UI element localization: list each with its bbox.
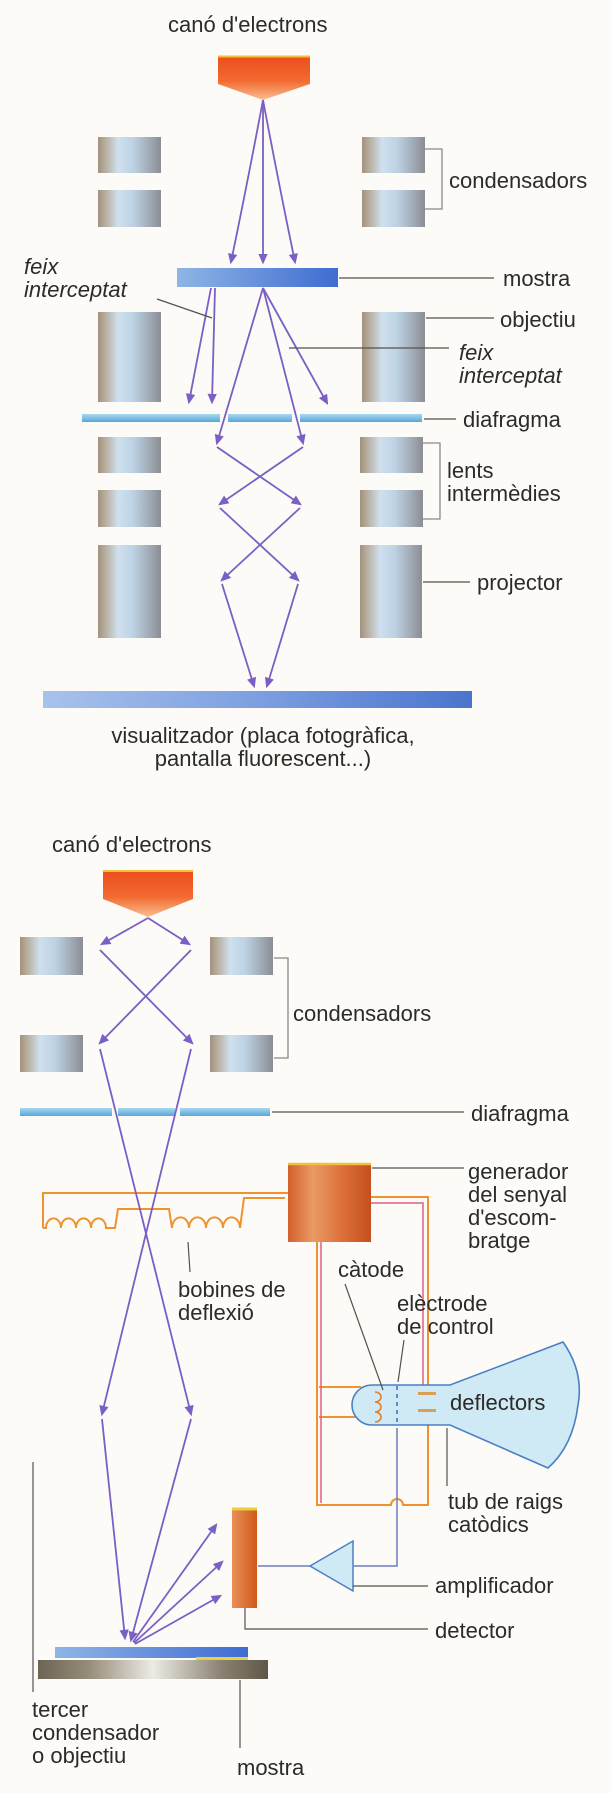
sem-label-tub: tub de raigs catòdics bbox=[448, 1489, 563, 1537]
tem-label-lines bbox=[156, 277, 494, 583]
intermediate-lenses bbox=[98, 437, 423, 527]
deflector-plates bbox=[418, 1392, 436, 1412]
tem-title: canó d'electrons bbox=[168, 12, 328, 37]
sem-label-condensadors: condensadors bbox=[293, 1001, 432, 1026]
specimen-stage bbox=[38, 1660, 268, 1679]
signal-wires-pink bbox=[320, 1202, 424, 1503]
viewing-screen-bar bbox=[43, 691, 472, 708]
condenser-lenses bbox=[98, 137, 425, 227]
tem-label-lents-intermedies: lents intermèdies bbox=[447, 458, 561, 506]
sem-title: canó d'electrons bbox=[52, 832, 212, 857]
tem-electron-beams bbox=[185, 99, 329, 689]
tem-label-objectiu: objectiu bbox=[500, 307, 576, 332]
sem-label-electrode: elèctrode de control bbox=[397, 1291, 494, 1339]
tem-label-condensadors: condensadors bbox=[449, 168, 588, 193]
condensadors-bracket-sem bbox=[274, 957, 289, 1059]
sem-label-amplificador: amplificador bbox=[435, 1573, 554, 1598]
signal-wire-blue bbox=[258, 1428, 398, 1567]
sem-label-catode: càtode bbox=[338, 1257, 405, 1282]
sem-label-diafragma: diafragma bbox=[471, 1101, 569, 1126]
tem-diagram bbox=[43, 55, 494, 708]
detector-bar bbox=[232, 1510, 257, 1608]
tem-label-feix-interceptat-left: feix interceptat bbox=[24, 254, 127, 302]
sem-label-mostra: mostra bbox=[237, 1755, 305, 1780]
specimen-bar bbox=[177, 268, 338, 287]
amplifier-triangle bbox=[308, 1539, 354, 1593]
sem-label-bobines: bobines de deflexió bbox=[178, 1277, 286, 1325]
tem-label-mostra: mostra bbox=[503, 266, 571, 291]
specimen-bar-sem bbox=[55, 1647, 248, 1658]
objective-lenses bbox=[98, 312, 425, 402]
deflection-coil-circuit bbox=[42, 1192, 429, 1506]
electron-gun bbox=[218, 57, 310, 100]
tem-label-feix-interceptat-right: feix interceptat bbox=[459, 340, 562, 388]
projector-lenses bbox=[98, 545, 422, 638]
tem-label-projector: projector bbox=[477, 570, 563, 595]
cathode-filament-coil bbox=[374, 1391, 382, 1423]
condenser-lenses-sem bbox=[20, 937, 273, 1072]
sem-label-tercer: tercer condensador o objectiu bbox=[32, 1697, 160, 1768]
sem-electron-beams bbox=[98, 917, 224, 1645]
condensadors-bracket bbox=[425, 148, 443, 210]
sem-diagram bbox=[20, 870, 581, 1748]
sem-label-deflectors: deflectors bbox=[450, 1390, 546, 1415]
sem-label-detector: detector bbox=[435, 1618, 515, 1643]
tem-label-diafragma: diafragma bbox=[463, 407, 561, 432]
sem-label-lines bbox=[32, 1111, 464, 1748]
scan-generator bbox=[288, 1165, 371, 1242]
specimen-edge-highlight bbox=[196, 1657, 248, 1660]
lents-bracket bbox=[423, 442, 441, 520]
diaphragm-bar bbox=[82, 414, 422, 422]
electron-gun-sem bbox=[103, 872, 193, 917]
tem-caption-visualitzador: visualitzador (placa fotogràfica, pantal… bbox=[111, 723, 415, 771]
sem-label-generador: generador del senyal d'escom- bratge bbox=[468, 1159, 569, 1253]
cathode-ray-tube bbox=[351, 1341, 581, 1469]
diaphragm-bar-sem bbox=[20, 1108, 270, 1116]
